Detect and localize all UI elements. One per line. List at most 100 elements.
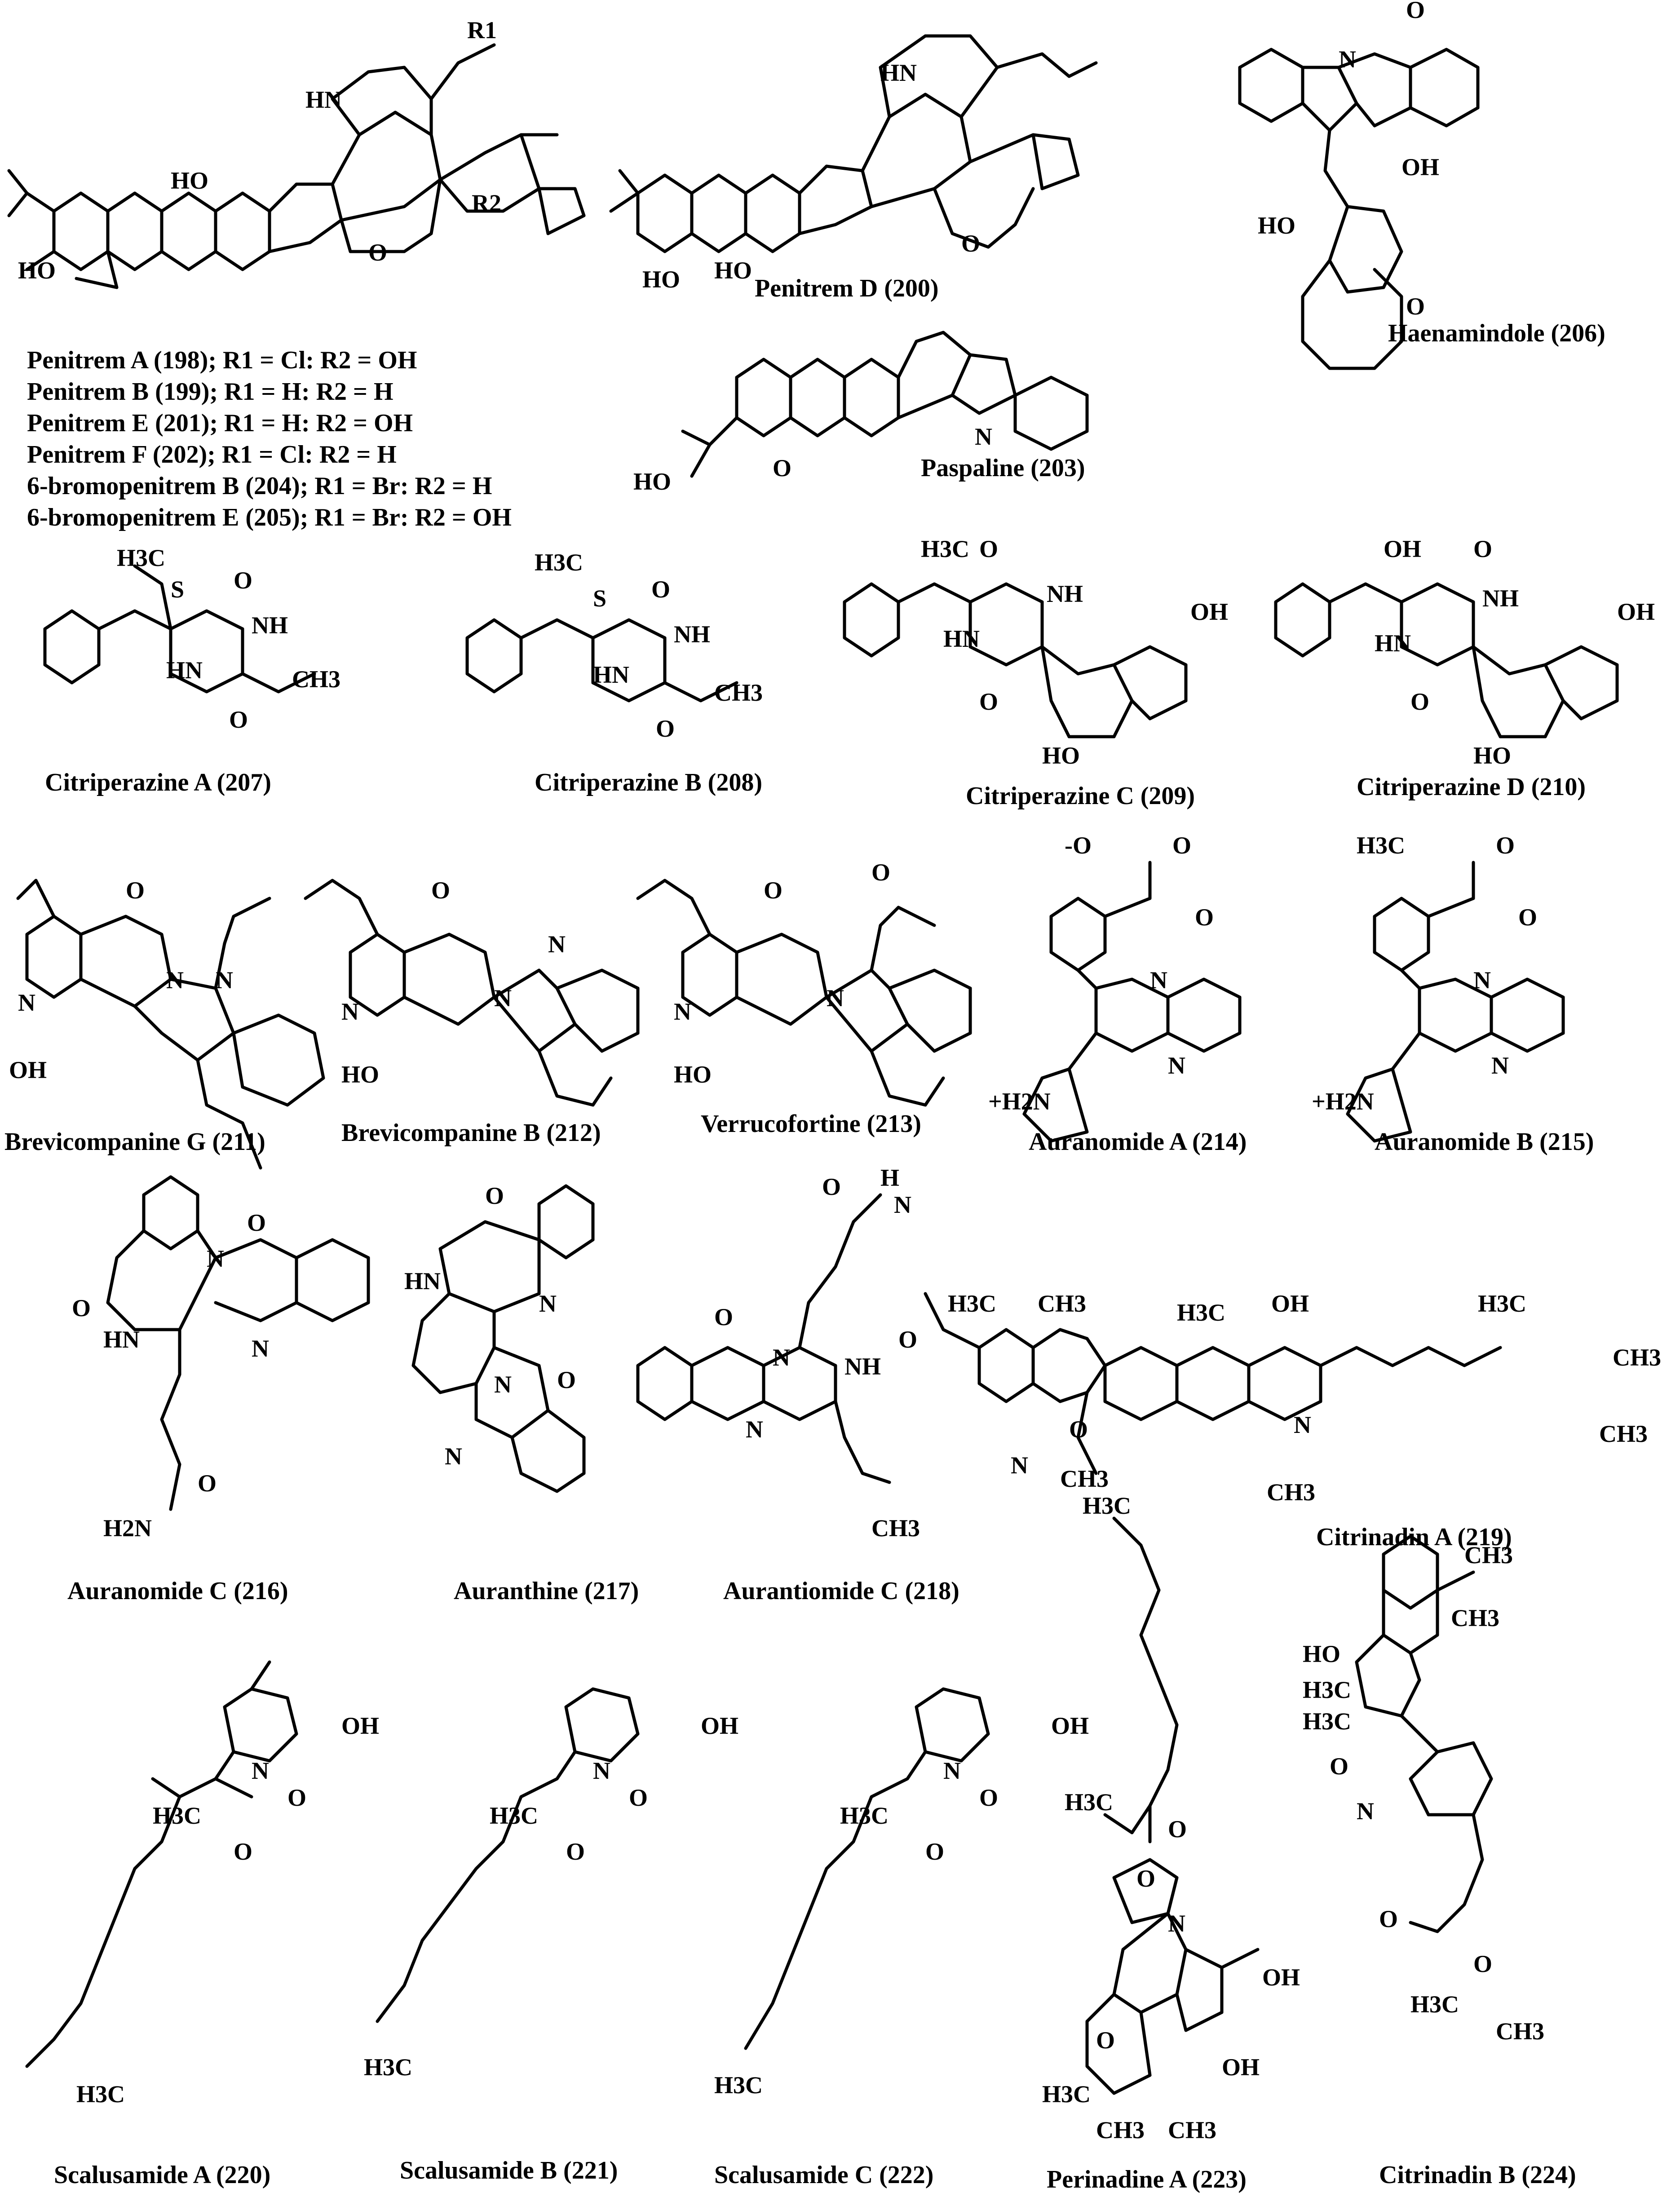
atom-ch3: CH3 xyxy=(1496,2018,1544,2045)
atom-ch3: CH3 xyxy=(292,666,340,693)
atom-n: N xyxy=(1473,967,1491,994)
auranomide-a-structure: -O O O N N +H2N xyxy=(988,832,1242,1143)
atom-ho: HO xyxy=(341,1061,379,1088)
label-penitrem-a: Penitrem A (198); R1 = Cl: R2 = OH xyxy=(27,346,417,374)
atom-o: O xyxy=(1168,1816,1187,1843)
atom-ch3: CH3 xyxy=(1267,1479,1315,1506)
citriperazine-c-structure: H3C O NH HN O OH HO xyxy=(843,535,1228,769)
atom-ch3: CH3 xyxy=(1168,2117,1216,2144)
atom-n: N xyxy=(341,998,359,1025)
atom-o: O xyxy=(1406,293,1425,320)
label-penitrem-d: Penitrem D (200) xyxy=(755,274,939,302)
atom-hn: HN xyxy=(166,657,203,684)
atom-o: O xyxy=(714,1304,733,1331)
perinadine-a-structure: H3C O H3C O N O OH OH H3C CH3 CH3 xyxy=(1042,1492,1300,2144)
atom-o: O xyxy=(557,1366,576,1393)
atom-ho: HO xyxy=(633,468,671,495)
atom-ho: HO xyxy=(1473,742,1511,769)
atom-h3c: H3C xyxy=(1357,832,1405,859)
atom-hn: HN xyxy=(305,86,342,113)
atom-o: O xyxy=(368,239,387,266)
atom-s: S xyxy=(593,585,606,612)
atom-oh: OH xyxy=(701,1712,738,1739)
aurantiomide-c-structure: O H N O N N NH O CH3 xyxy=(636,1164,920,1542)
atom-o: O xyxy=(72,1295,91,1322)
label-auranomide-b: Auranomide B (215) xyxy=(1375,1128,1594,1156)
citrinadin-b-structure: CH3 CH3 HO H3C H3C O N O O H3C CH3 xyxy=(1303,1534,1544,2045)
atom-o: O xyxy=(629,1784,648,1811)
atom-n: N xyxy=(252,1335,269,1362)
atom-ch3: CH3 xyxy=(714,679,763,706)
label-scalusamide-a: Scalusamide A (220) xyxy=(54,2161,270,2189)
atom-oh: OH xyxy=(1051,1712,1089,1739)
atom-h3c: H3C xyxy=(1303,1676,1351,1703)
atom-h2n-plus: +H2N xyxy=(1312,1088,1374,1115)
atom-n: N xyxy=(494,1371,512,1398)
atom-ho: HO xyxy=(1303,1640,1340,1667)
atom-n: N xyxy=(674,998,691,1025)
atom-o: O xyxy=(979,1784,998,1811)
atom-o: O xyxy=(1473,535,1492,562)
atom-o: O xyxy=(247,1209,266,1236)
atom-oh: OH xyxy=(1190,598,1228,625)
atom-ch3: CH3 xyxy=(1613,1344,1661,1371)
verrucofortine-structure: O O N N HO xyxy=(636,859,972,1107)
atom-n: N xyxy=(1491,1052,1509,1079)
atom-hn: HN xyxy=(880,59,917,86)
atom-n: N xyxy=(445,1443,462,1470)
atom-oh: OH xyxy=(1271,1290,1309,1317)
atom-h3c: H3C xyxy=(153,1802,201,1829)
atom-o: O xyxy=(234,567,252,594)
atom-o: O xyxy=(1069,1416,1088,1443)
atom-o: O xyxy=(1496,832,1515,859)
atom-o: O xyxy=(1172,832,1191,859)
atom-o: O xyxy=(485,1182,504,1209)
atom-nh: NH xyxy=(1047,580,1083,607)
label-citriperazine-d: Citriperazine D (210) xyxy=(1357,773,1586,801)
atom-n: N xyxy=(548,931,566,958)
atom-ch3: CH3 xyxy=(1464,1542,1513,1569)
atom-h3c: H3C xyxy=(76,2081,125,2108)
atom-nh: NH xyxy=(844,1353,881,1380)
atom-o: O xyxy=(287,1784,306,1811)
atom-o: O xyxy=(126,877,145,904)
atom-r2: R2 xyxy=(472,190,501,217)
atom-o: O xyxy=(925,1838,944,1865)
atom-o: O xyxy=(1096,2027,1115,2054)
atom-ch3: CH3 xyxy=(871,1515,920,1542)
atom-o-minus: -O xyxy=(1065,832,1092,859)
atom-ch3: CH3 xyxy=(1096,2117,1145,2144)
atom-ch3: CH3 xyxy=(1060,1465,1109,1492)
auranthine-structure: O HN N N O N xyxy=(404,1182,595,1493)
brevicompanine-b-structure: O N N N HO xyxy=(304,877,640,1107)
atom-n: N xyxy=(593,1757,610,1784)
label-brevicompanine-g: Brevicompanine G (211) xyxy=(4,1128,265,1156)
atom-n: N xyxy=(1168,1910,1185,1937)
atom-o: O xyxy=(1195,904,1214,931)
atom-n: N xyxy=(207,1245,224,1272)
atom-nh: NH xyxy=(674,621,710,648)
atom-ho: HO xyxy=(1042,742,1080,769)
label-brevicompanine-b: Brevicompanine B (212) xyxy=(341,1119,601,1147)
scalusamide-c-structure: OH N O H3C O H3C xyxy=(714,1687,1089,2099)
haenamindole-structure: O N OH HO O xyxy=(1238,0,1480,370)
atom-ho: HO xyxy=(1258,212,1295,239)
atom-h3c: H3C xyxy=(117,544,165,571)
penitrem-a-structure: R1 R2 HN HO HO O xyxy=(7,17,586,289)
atom-n: N xyxy=(252,1757,269,1784)
atom-s: S xyxy=(171,576,184,603)
label-auranomide-a: Auranomide A (214) xyxy=(1029,1128,1247,1156)
atom-ho: HO xyxy=(18,257,56,284)
atom-ch3: CH3 xyxy=(1451,1605,1499,1631)
atom-oh: OH xyxy=(341,1712,379,1739)
atom-o: O xyxy=(871,859,890,886)
atom-n: N xyxy=(18,989,35,1016)
label-bromopenitrem-e: 6-bromopenitrem E (205); R1 = Br: R2 = O… xyxy=(27,504,512,531)
atom-h3c: H3C xyxy=(948,1290,996,1317)
atom-oh: OH xyxy=(1401,154,1439,181)
atom-oh: OH xyxy=(1617,598,1655,625)
atom-n: N xyxy=(943,1757,961,1784)
atom-o: O xyxy=(1410,688,1429,715)
label-perinadine-a: Perinadine A (223) xyxy=(1047,2166,1247,2193)
atom-h3c: H3C xyxy=(490,1802,538,1829)
